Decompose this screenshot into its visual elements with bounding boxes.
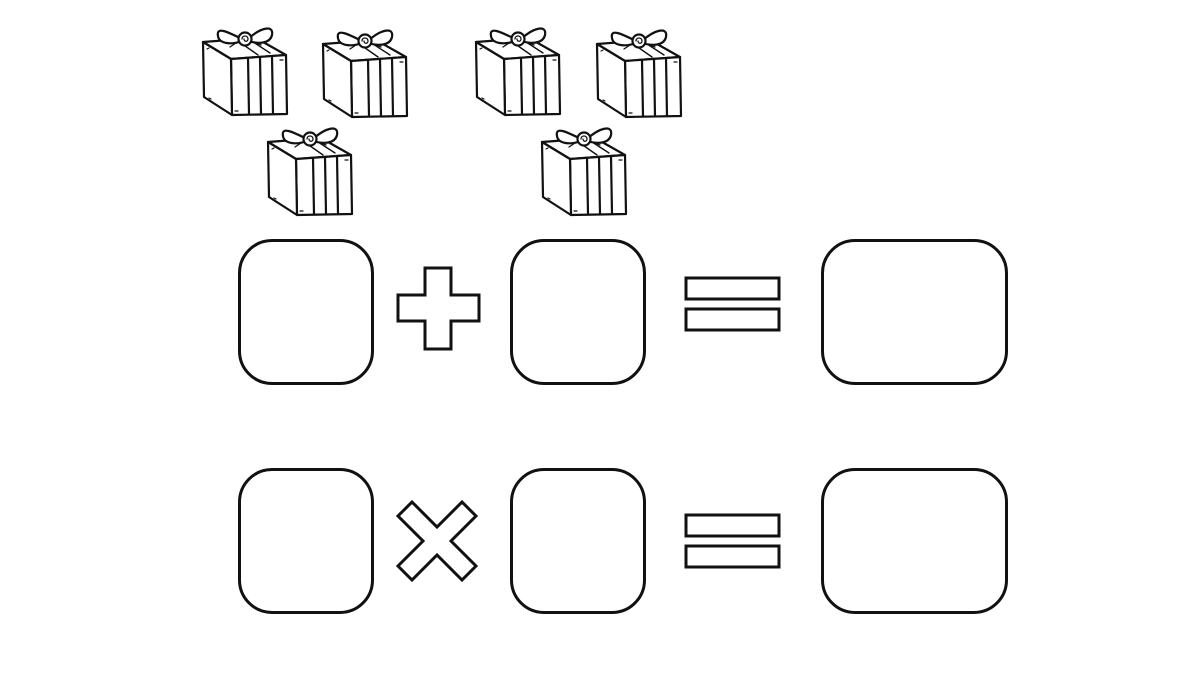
sum-box[interactable]	[821, 239, 1008, 385]
factor-box-1[interactable]	[238, 468, 374, 614]
plus-sign-icon	[396, 266, 481, 351]
factor-box-2[interactable]	[510, 468, 646, 614]
addend-box-2[interactable]	[510, 239, 646, 385]
equals-sign-icon	[684, 276, 781, 332]
times-sign-icon	[395, 499, 479, 583]
gift-box-icon	[266, 127, 354, 217]
gift-box-icon	[201, 27, 289, 117]
product-box[interactable]	[821, 468, 1008, 614]
gift-box-icon	[321, 29, 409, 119]
gift-box-icon	[474, 27, 562, 117]
equals-sign-icon	[684, 513, 781, 569]
gift-box-icon	[540, 127, 628, 217]
addend-box-1[interactable]	[238, 239, 374, 385]
gift-box-icon	[595, 29, 683, 119]
